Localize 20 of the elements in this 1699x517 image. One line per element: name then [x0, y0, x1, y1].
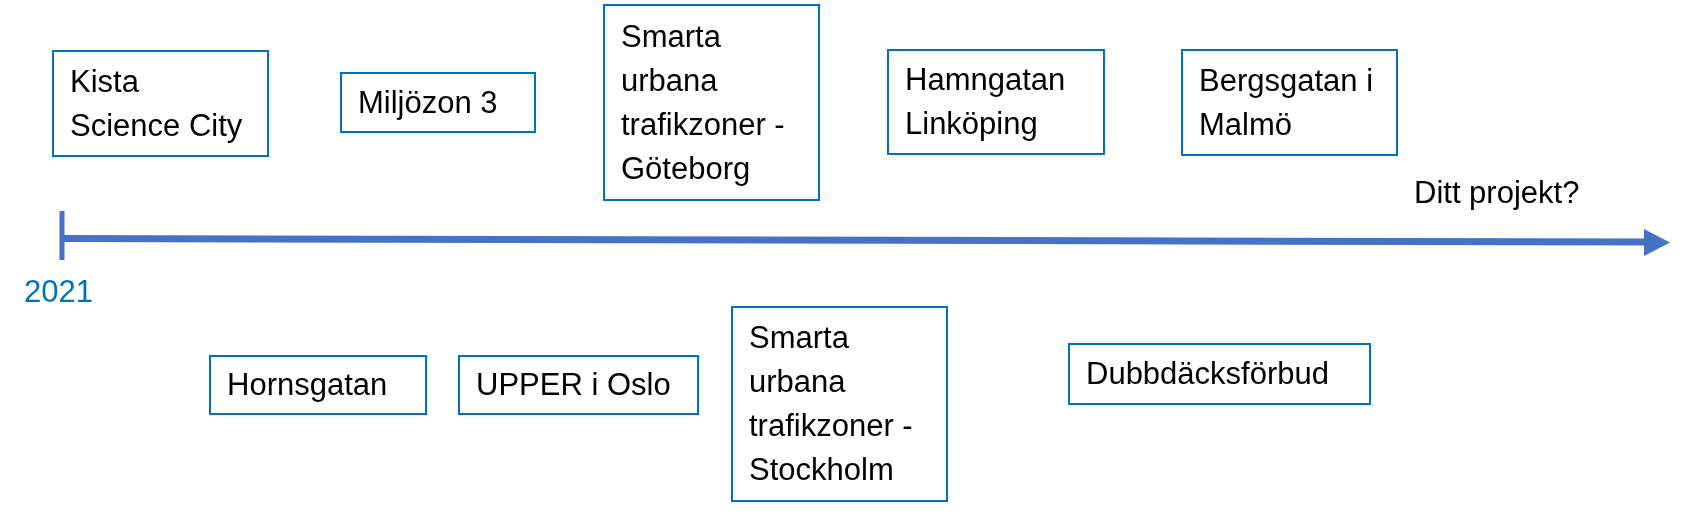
project-box	[1068, 343, 1371, 405]
project-name: Smarta urbana trafikzoner - Göteborg	[621, 17, 786, 188]
project-name: Bergsgatan i Malmö	[1199, 61, 1375, 144]
project-box	[340, 72, 536, 133]
project-name: Kista Science City	[70, 62, 244, 145]
timeline-note: Ditt projekt?	[1414, 175, 1580, 211]
project-name: Dubbdäcksförbud	[1086, 355, 1329, 393]
project-box	[52, 50, 269, 157]
project-box	[1181, 49, 1398, 156]
project-box	[603, 4, 820, 201]
project-box	[887, 49, 1105, 155]
project-box	[458, 355, 699, 415]
project-name: Hornsgatan	[227, 366, 388, 404]
project-name: Hamngatan Linköping	[905, 61, 1067, 143]
project-box	[731, 306, 948, 502]
year-label: 2021	[24, 274, 93, 310]
project-name: Miljözon 3	[358, 83, 498, 122]
project-box	[209, 355, 427, 415]
project-name: UPPER i Oslo	[476, 366, 671, 404]
project-name: Smarta urbana trafikzoner - Stockholm	[749, 319, 914, 489]
